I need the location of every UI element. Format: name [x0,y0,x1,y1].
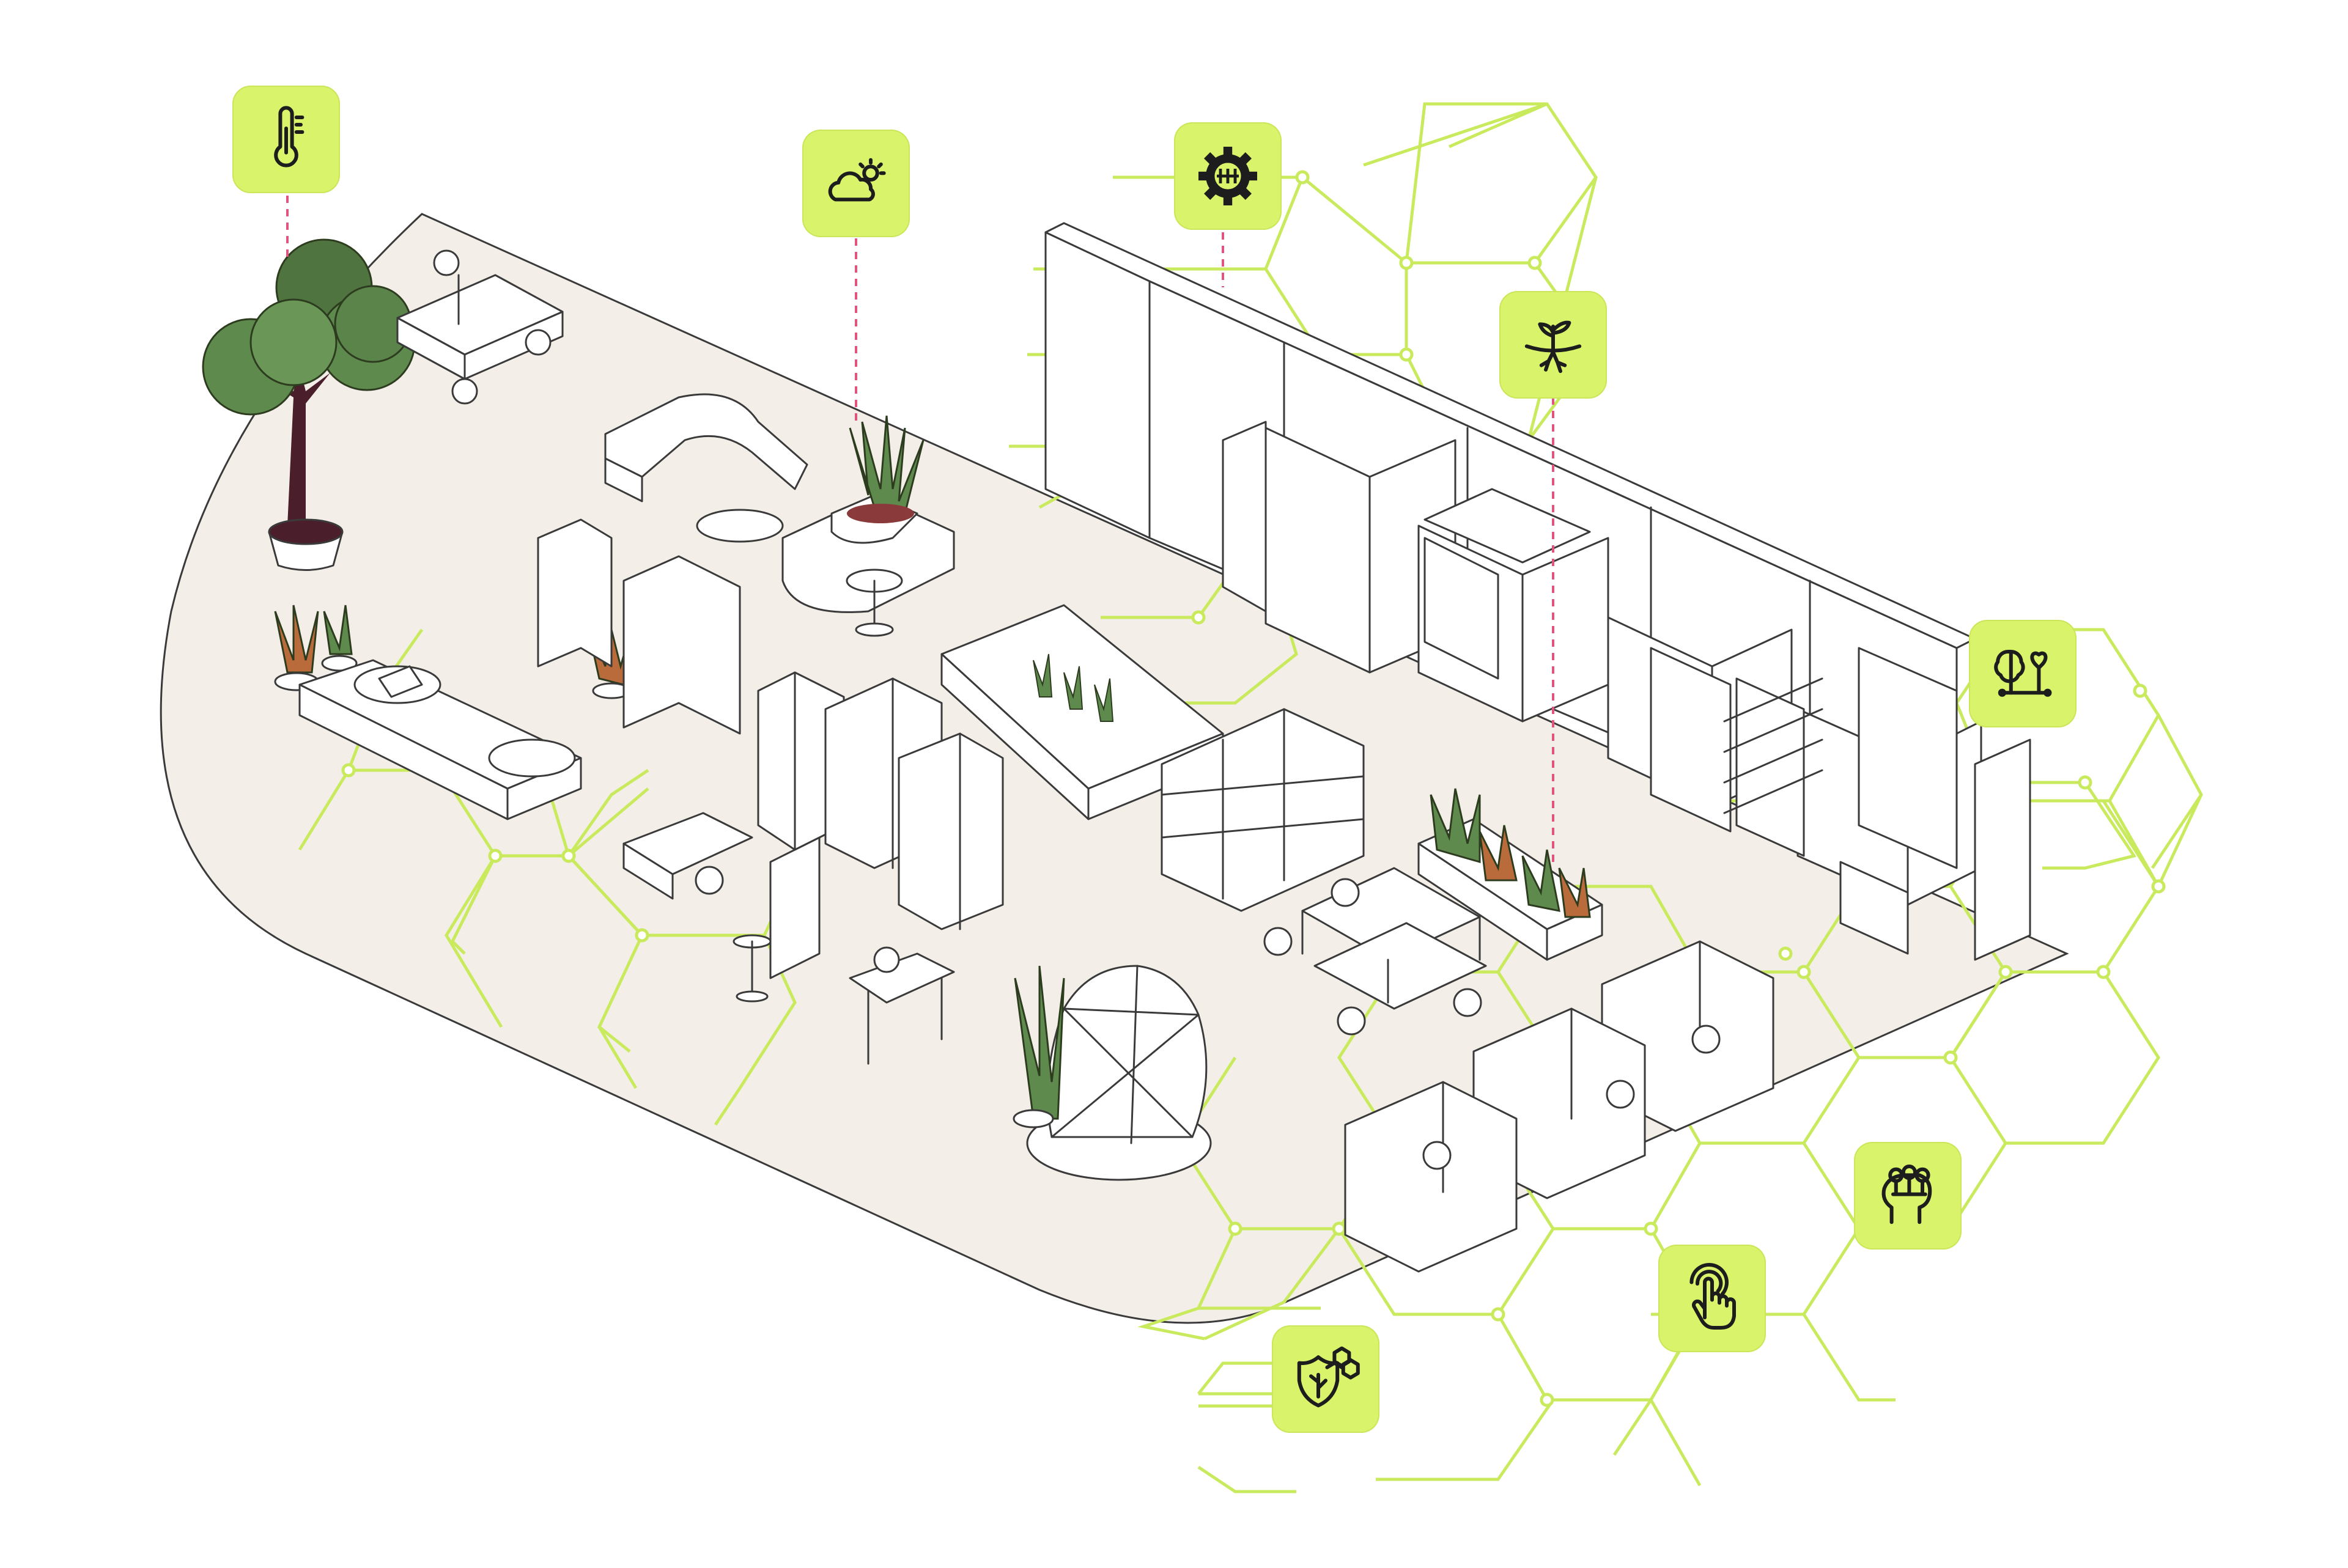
sideboard [298,659,582,820]
central-table [940,604,1365,912]
seedling-roots-icon [1524,320,1582,374]
gear-icon [1198,147,1257,205]
seedling-badge [1499,291,1607,399]
brain-heart-badge [1969,620,2077,727]
shield-leaf-icon [1297,1346,1360,1408]
office-pods [1222,421,2031,961]
desk-cluster-top-left [396,249,564,405]
planter-box [1417,788,1603,961]
gear-badge [1174,122,1282,230]
mind-flowers-icon [1881,1165,1932,1224]
shield-leaf-badge [1272,1325,1379,1433]
meeting-pods [757,671,1004,930]
small-workstations [622,812,955,1065]
snake-plant-planter [847,415,925,523]
lounge-sofa [604,393,955,637]
mind-flowers-badge [1854,1142,1962,1250]
touch-badge [1658,1245,1766,1352]
tree [202,238,416,571]
thermometer-icon [274,106,305,167]
touch-icon [1689,1262,1736,1330]
geodesic-pod [1013,965,1212,1181]
brain-heart-icon [1994,650,2052,697]
weather-icon [828,158,886,202]
weather-badge [802,130,910,237]
open-desks [1263,867,1487,1036]
leader-lines [286,196,1554,868]
partition-screens [537,518,821,979]
thermometer-badge [232,86,340,193]
cubicles [1344,940,1774,1273]
